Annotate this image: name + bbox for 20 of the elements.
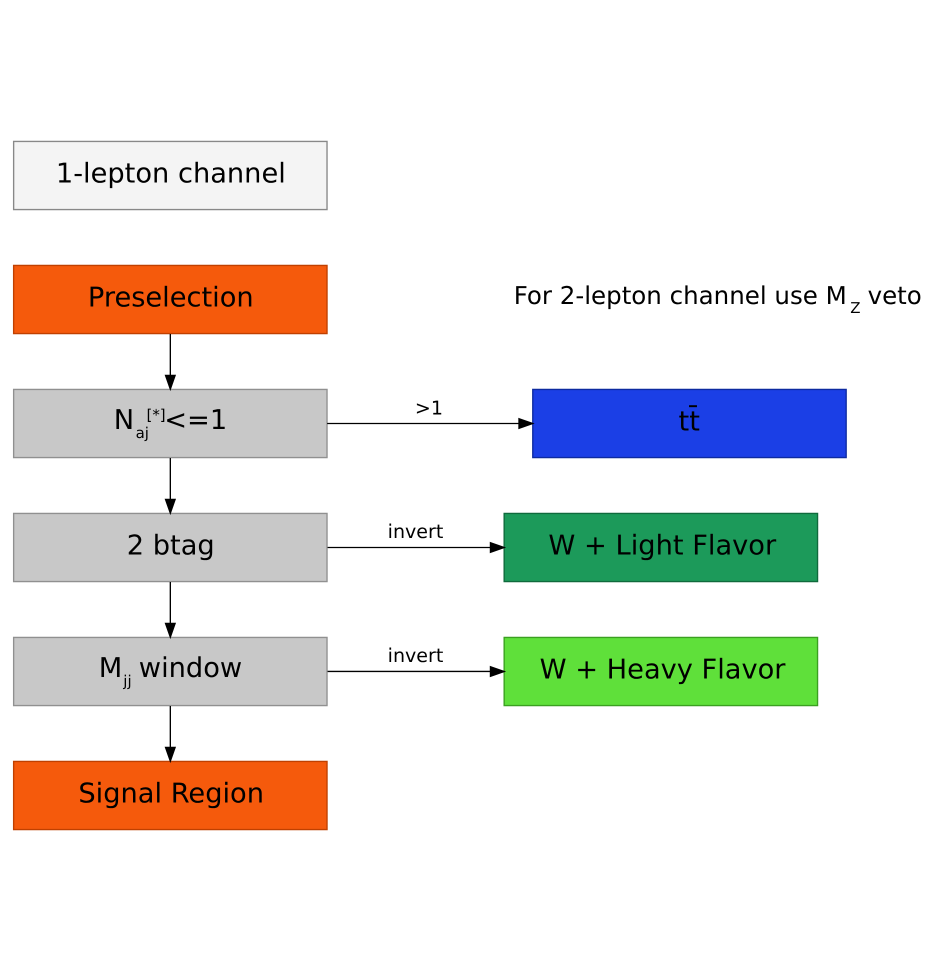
edge-label: invert: [388, 521, 444, 544]
node-box: 1-lepton channel: [12, 140, 328, 210]
arrow: [164, 706, 176, 764]
node-box: Preselection: [12, 264, 328, 334]
node-box: M$_{jj}$ window: [12, 636, 328, 706]
arrow: [164, 458, 176, 516]
arrow: [164, 334, 176, 392]
arrow: [164, 582, 176, 640]
label: For 2-lepton channel use M$_{Z}$ veto: [514, 281, 922, 318]
arrow: [327, 418, 535, 430]
node-box: 2 btag: [12, 512, 328, 582]
node-box: N$_{aj}$$^{[*]}$<=1: [12, 388, 328, 458]
edge-label: invert: [388, 645, 444, 668]
node-box: tt̄: [532, 388, 847, 458]
node-box: Signal Region: [12, 760, 328, 830]
node-box: W + Light Flavor: [503, 512, 818, 582]
arrow: [328, 666, 506, 678]
node-box: W + Heavy Flavor: [503, 636, 818, 706]
edge-label: >1: [414, 397, 444, 420]
arrow: [328, 542, 506, 554]
